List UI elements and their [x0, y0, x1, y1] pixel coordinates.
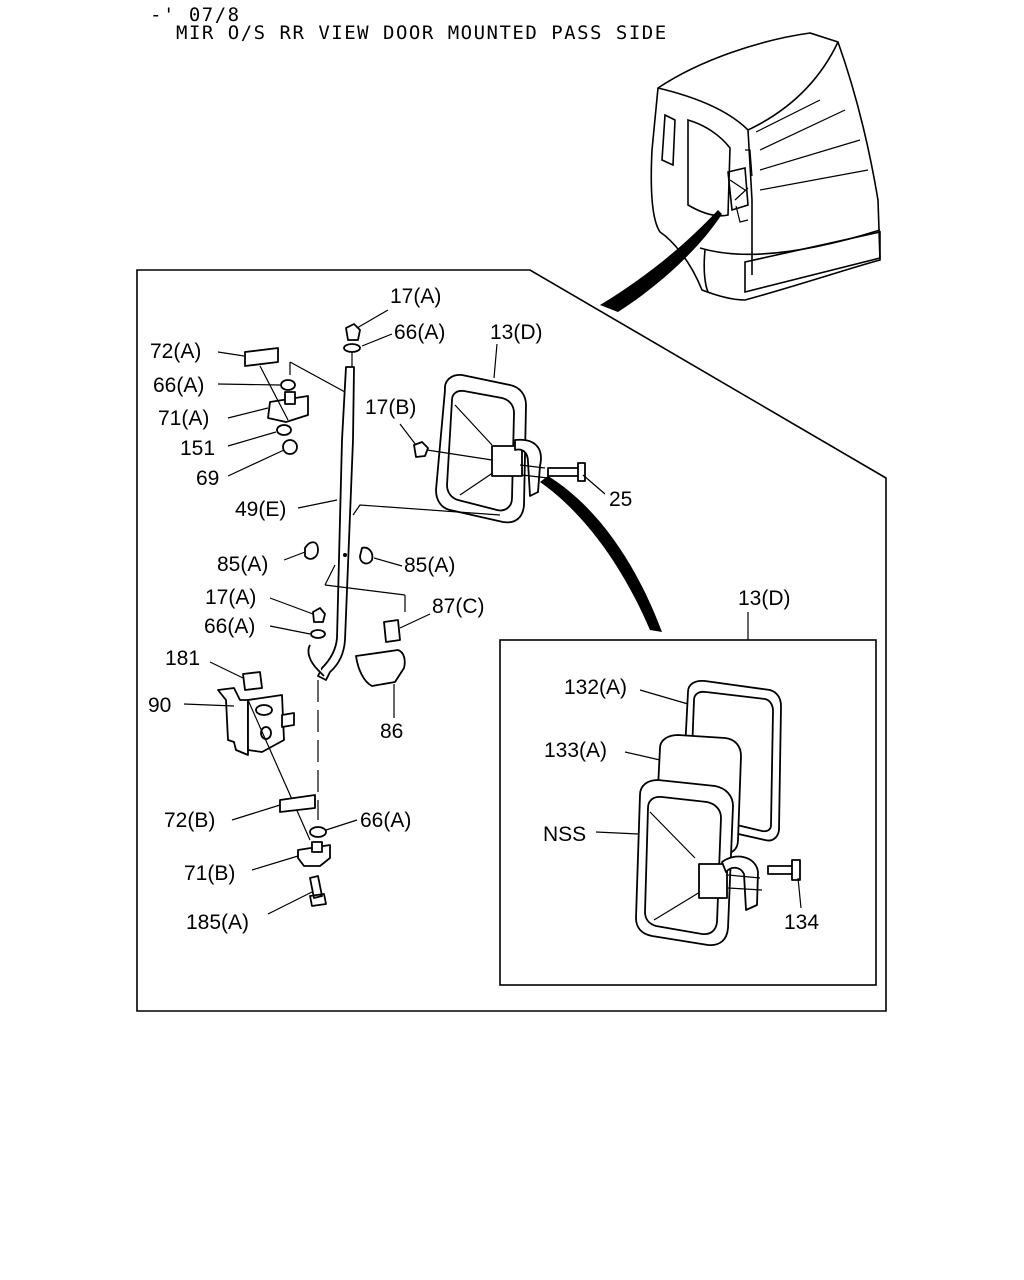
- washer-66a-top: [343, 343, 361, 353]
- callout-71b: 71(B): [184, 862, 235, 885]
- cap-85a-left: [304, 541, 319, 560]
- callout-90: 90: [148, 694, 171, 717]
- callout-133a: 133(A): [544, 739, 607, 762]
- callout-66a-top: 66(A): [394, 321, 445, 344]
- callout-13d-detail: 13(D): [738, 587, 791, 610]
- callout-151: 151: [180, 437, 215, 460]
- callout-181: 181: [165, 647, 200, 670]
- nut-17b: [413, 441, 429, 458]
- plate-72b: [279, 794, 316, 813]
- callout-66a-mid: 66(A): [204, 615, 255, 638]
- leader-lines: [183, 309, 606, 915]
- stay-rod-49e: [317, 366, 355, 681]
- main-frame: [136, 269, 887, 1012]
- nut-17a-top: [345, 323, 361, 341]
- callout-nss: NSS: [543, 823, 586, 846]
- bolt-185a: [309, 875, 327, 907]
- nut-17a-mid: [312, 607, 326, 623]
- plate-181: [242, 671, 263, 691]
- plate-72a: [244, 347, 279, 367]
- clip-87c: [383, 619, 401, 643]
- callout-72a: 72(A): [150, 340, 201, 363]
- callout-69: 69: [196, 467, 219, 490]
- detail-leaders: [595, 689, 802, 909]
- washer-66a-left: [280, 379, 296, 391]
- date-code: -' 07/8: [150, 4, 241, 26]
- washer-151: [276, 424, 292, 436]
- detail-arrow: [540, 476, 662, 632]
- vehicle-illustration: [650, 32, 881, 301]
- location-arrow: [600, 210, 722, 312]
- bracket-71a: [267, 395, 309, 423]
- cap-69: [282, 439, 298, 455]
- diagram-title: MIR O/S RR VIEW DOOR MOUNTED PASS SIDE: [176, 22, 668, 44]
- callout-17a-top: 17(A): [390, 285, 441, 308]
- cap-85a-right: [359, 546, 374, 565]
- callout-13d-main: 13(D): [490, 321, 543, 344]
- callout-66a-low: 66(A): [360, 809, 411, 832]
- rod-bend: [307, 644, 325, 677]
- callout-17b: 17(B): [365, 396, 416, 419]
- washer-66a-mid: [310, 629, 326, 639]
- cover-86: [355, 649, 406, 687]
- callout-87c: 87(C): [432, 595, 485, 618]
- callout-25: 25: [609, 488, 632, 511]
- mirror-13d-main: [435, 374, 549, 524]
- washer-66a-low: [309, 826, 327, 838]
- mirror-detail: [635, 679, 801, 946]
- callout-134: 134: [784, 911, 819, 934]
- callout-71a: 71(A): [158, 407, 209, 430]
- callout-72b: 72(B): [164, 809, 215, 832]
- bolt-25: [547, 462, 586, 482]
- callout-17a-mid: 17(A): [205, 586, 256, 609]
- callout-132a: 132(A): [564, 676, 627, 699]
- bracket-90: [217, 687, 249, 756]
- callout-85a-right: 85(A): [404, 554, 455, 577]
- callout-66a-left: 66(A): [153, 374, 204, 397]
- callout-85a-left: 85(A): [217, 553, 268, 576]
- callout-49e: 49(E): [235, 498, 286, 521]
- detail-box: [499, 639, 877, 986]
- callout-86: 86: [380, 720, 403, 743]
- callout-185a: 185(A): [186, 911, 249, 934]
